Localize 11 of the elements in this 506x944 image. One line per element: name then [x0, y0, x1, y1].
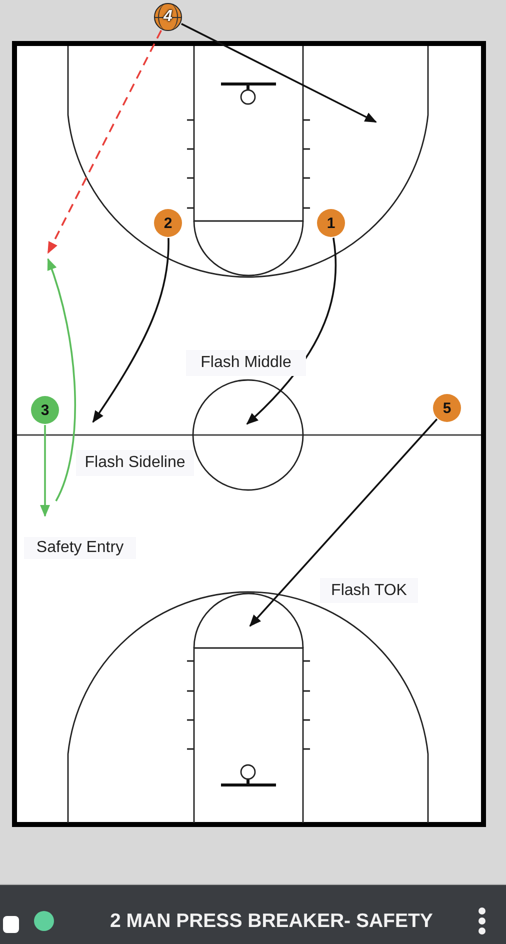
arrow	[40, 425, 50, 517]
arrow	[249, 418, 438, 627]
play-label: Flash TOK	[320, 578, 418, 603]
play-label: Flash Sideline	[76, 450, 194, 476]
dashed-arrow	[47, 30, 162, 254]
play-label: Safety Entry	[24, 537, 136, 559]
arrow	[246, 238, 337, 425]
play-title: 2 MAN PRESS BREAKER- SAFETY	[110, 909, 433, 933]
play-label: Flash Middle	[186, 350, 306, 376]
arrow	[92, 238, 170, 423]
arrow	[180, 22, 377, 123]
